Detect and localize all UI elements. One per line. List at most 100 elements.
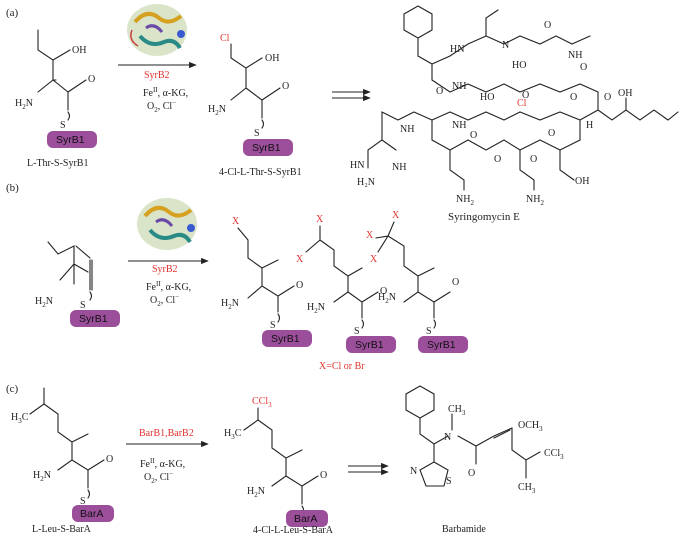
- syrb1-label-b3: SyrB1: [427, 339, 456, 351]
- x-label-b4: X: [392, 210, 400, 221]
- o-label-b2: O: [380, 286, 387, 297]
- o-label-s8: O: [494, 154, 501, 165]
- syrb1-carrier: [47, 131, 97, 148]
- n-label-c: N: [444, 432, 451, 443]
- bara-label-2: BarA: [294, 513, 317, 525]
- h2n-label-b2: H2N: [221, 298, 239, 311]
- syrb2-enzyme-b: SyrB2: [152, 264, 178, 275]
- o-label-s6: O: [604, 92, 611, 103]
- h-label-s: H: [586, 120, 593, 131]
- o-label-s1: O: [544, 20, 551, 31]
- cl-label-a: Cl: [220, 33, 230, 44]
- o-label: O: [88, 74, 95, 85]
- nh-label-4: NH: [400, 124, 414, 135]
- x-label-b5: X: [366, 230, 374, 241]
- x-label-b1: X: [232, 216, 240, 227]
- tri-halo-product: X X X H2N O S SyrB1: [366, 210, 468, 353]
- h2n-label: H2N: [15, 98, 33, 111]
- nh2-label-2: NH2: [526, 194, 544, 207]
- h2n-label-b: H2N: [35, 296, 53, 309]
- panel-label-c: (c): [6, 383, 19, 395]
- h2n-label-2: H2N: [208, 104, 226, 117]
- s-label-c1: S: [80, 496, 86, 507]
- ch3-label-c1: CH3: [448, 404, 466, 417]
- di-halo-product: X X H2N O S SyrB1: [296, 214, 396, 353]
- syrb1-label-b: SyrB1: [79, 313, 108, 325]
- conditions-c1: FeII, α-KG,: [140, 457, 185, 470]
- syrb1-carrier-b1: [262, 330, 312, 347]
- o-label-b1: O: [296, 280, 303, 291]
- n-label-1: N: [502, 40, 509, 51]
- leu-name: L-Leu-S-BarA: [32, 524, 92, 535]
- x-label-b6: X: [370, 254, 378, 265]
- conditions-a2: O2, Cl−: [147, 99, 176, 114]
- oh-label-s2: OH: [575, 176, 589, 187]
- och3-label: OCH3: [518, 420, 543, 433]
- syrb1-carrier-2: [243, 139, 293, 156]
- syrb1-label-b2: SyrB1: [355, 339, 384, 351]
- s-label-thiazole: S: [446, 476, 452, 487]
- syrb2-enzyme-a: SyrB2: [144, 70, 170, 81]
- s-label-b2: S: [354, 326, 360, 337]
- syringomycin-name: Syringomycin E: [448, 211, 520, 223]
- hn-label-1: HN: [450, 44, 464, 55]
- conditions-b1: FeII, α-KG,: [146, 280, 191, 293]
- s-label-2: S: [254, 128, 260, 139]
- clthr-name: 4-Cl-L-Thr-S-SyrB1: [219, 167, 302, 178]
- nh-label-5: NH: [392, 162, 406, 173]
- cl-label-s: Cl: [517, 98, 527, 109]
- s-label-b1: S: [270, 320, 276, 331]
- leu-bara-structure: H3C H2N O S BarA L-Leu-S-BarA: [11, 387, 114, 535]
- clleu-name: 4-Cl-L-Leu-S-BarA: [253, 525, 334, 536]
- mono-halo-product: X H2N O S SyrB1: [221, 216, 312, 347]
- x-definition: X=Cl or Br: [319, 361, 365, 372]
- oh-label: OH: [72, 45, 86, 56]
- oh-label-s: OH: [618, 88, 632, 99]
- clleu-bara-structure: CCl3 H3C H2N O S BarA 4-Cl-L-Leu-S-BarA: [224, 396, 334, 536]
- conditions-c2: O2, Cl−: [144, 470, 173, 485]
- nh-label-1: NH: [568, 50, 582, 61]
- h2n-label-c: H2N: [33, 470, 51, 483]
- clthr-syrb1-structure: Cl OH H2N O S SyrB1 4-Cl-L-Thr-S-SyrB1: [208, 33, 302, 178]
- bara-label: BarA: [80, 508, 103, 520]
- barbamide-name: Barbamide: [442, 524, 486, 535]
- thr-syrb1-structure: OH H2N O S SyrB1 L-Thr-S-SyrB1: [15, 29, 97, 169]
- ho-label-2: HO: [480, 92, 494, 103]
- barbamide-structure: N CH3 O OCH3 CCl3 CH3 N S Barbamide: [405, 385, 564, 535]
- syrb1-carrier-b2: [346, 336, 396, 353]
- o-label-s4: O: [570, 92, 577, 103]
- syrb1-carrier-b3: [418, 336, 468, 353]
- o-label-c2: O: [320, 470, 327, 481]
- s-label: S: [60, 120, 66, 131]
- o-label-s2: O: [436, 86, 443, 97]
- h2n-label-c2: H2N: [247, 486, 265, 499]
- o-label-b3: O: [452, 277, 459, 288]
- ch3-label-c2: CH3: [518, 482, 536, 495]
- bara-carrier-2: [286, 510, 328, 527]
- syrb1-label-b1: SyrB1: [271, 333, 300, 345]
- h3c-label-c2: H3C: [224, 428, 242, 441]
- nh-label-3: NH: [452, 120, 466, 131]
- s-label-b: S: [80, 300, 86, 311]
- ccl3-label-c2: CCl3: [544, 448, 564, 461]
- thr-name: L-Thr-S-SyrB1: [27, 158, 88, 169]
- o-label-c3: O: [468, 468, 475, 479]
- x-label-b3: X: [296, 254, 304, 265]
- syrb1-label-2: SyrB1: [252, 142, 281, 154]
- syrb1-carrier-b: [70, 310, 120, 327]
- barb-enzymes: BarB1,BarB2: [139, 428, 194, 439]
- hn-label-2: HN: [350, 160, 364, 171]
- h2n-label-b4: H2N: [378, 292, 396, 305]
- panel-label-a: (a): [6, 7, 19, 19]
- o-label-s3: O: [522, 90, 529, 101]
- o-label-2: O: [282, 81, 289, 92]
- h2n-label-b3: H2N: [307, 302, 325, 315]
- n-label-thiazole: N: [410, 466, 417, 477]
- bara-carrier: [72, 505, 114, 522]
- o-label-s7: O: [470, 130, 477, 141]
- s-label-b3: S: [426, 326, 432, 337]
- o-label-s9: O: [530, 154, 537, 165]
- o-label-c1: O: [106, 454, 113, 465]
- syrb1-label: SyrB1: [56, 134, 85, 146]
